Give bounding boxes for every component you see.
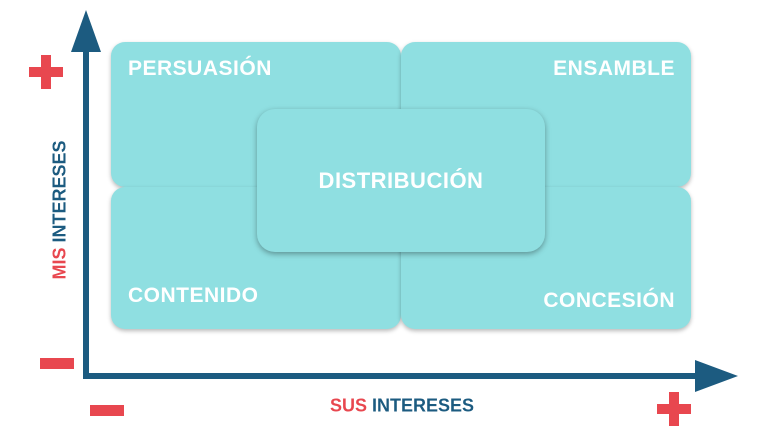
x-axis-label: SUS INTERESES [330, 396, 474, 417]
y-axis-label-intereses: INTERESES [49, 140, 70, 243]
label-ensamble: ENSAMBLE [553, 57, 675, 80]
x-axis-label-intereses: INTERESES [372, 395, 475, 416]
x-axis-arrowhead [695, 360, 738, 392]
quadrant-distribucion [257, 109, 545, 252]
label-distribucion: DISTRIBUCIÓN [318, 168, 484, 193]
label-persuasion: PERSUASIÓN [128, 57, 272, 80]
y-axis-minus-sign [40, 358, 74, 369]
label-concesion: CONCESIÓN [543, 289, 675, 312]
x-axis-plus-sign [657, 392, 691, 426]
label-contenido: CONTENIDO [128, 284, 259, 307]
x-axis-label-sus: SUS [329, 395, 367, 416]
y-axis-label: MIS INTERESES [50, 140, 71, 279]
y-axis-plus-sign [29, 55, 63, 89]
x-axis-minus-sign [90, 405, 124, 416]
y-axis-label-mis: MIS [49, 247, 70, 280]
y-axis-arrowhead [71, 10, 101, 52]
